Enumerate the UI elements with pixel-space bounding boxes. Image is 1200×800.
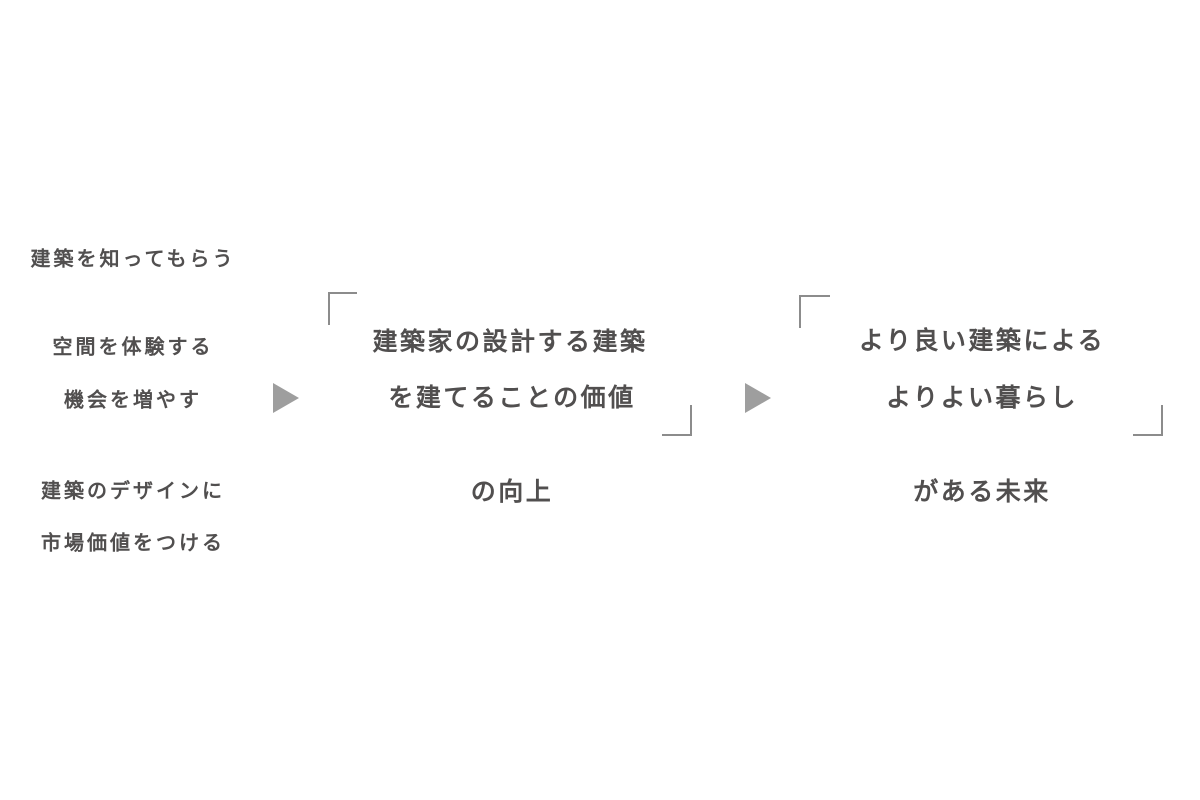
- mission-tail: の向上: [470, 478, 554, 506]
- source-item-awareness: 建築を知ってもらう: [30, 248, 236, 271]
- arrow-right-icon: [273, 383, 299, 413]
- quote-bracket-top-left: [328, 292, 357, 325]
- vision-line2: よりよい暮らし: [885, 384, 1079, 412]
- quote-bracket-top-left: [799, 295, 830, 328]
- quote-bracket-bottom-right: [662, 405, 692, 436]
- arrow-right-icon: [745, 383, 771, 413]
- vision-tail: がある未来: [913, 478, 1051, 506]
- source-item-experience-line2: 機会を増やす: [64, 389, 202, 412]
- vision-line1: より良い建築による: [858, 327, 1106, 355]
- mission-line2: を建てることの価値: [388, 384, 636, 412]
- mission-line1: 建築家の設計する建築: [372, 328, 648, 356]
- quote-bracket-bottom-right: [1133, 405, 1163, 436]
- source-item-market-value-line1: 建築のデザインに: [41, 480, 225, 503]
- source-item-experience-line1: 空間を体験する: [52, 336, 214, 359]
- source-item-market-value-line2: 市場価値をつける: [41, 532, 225, 555]
